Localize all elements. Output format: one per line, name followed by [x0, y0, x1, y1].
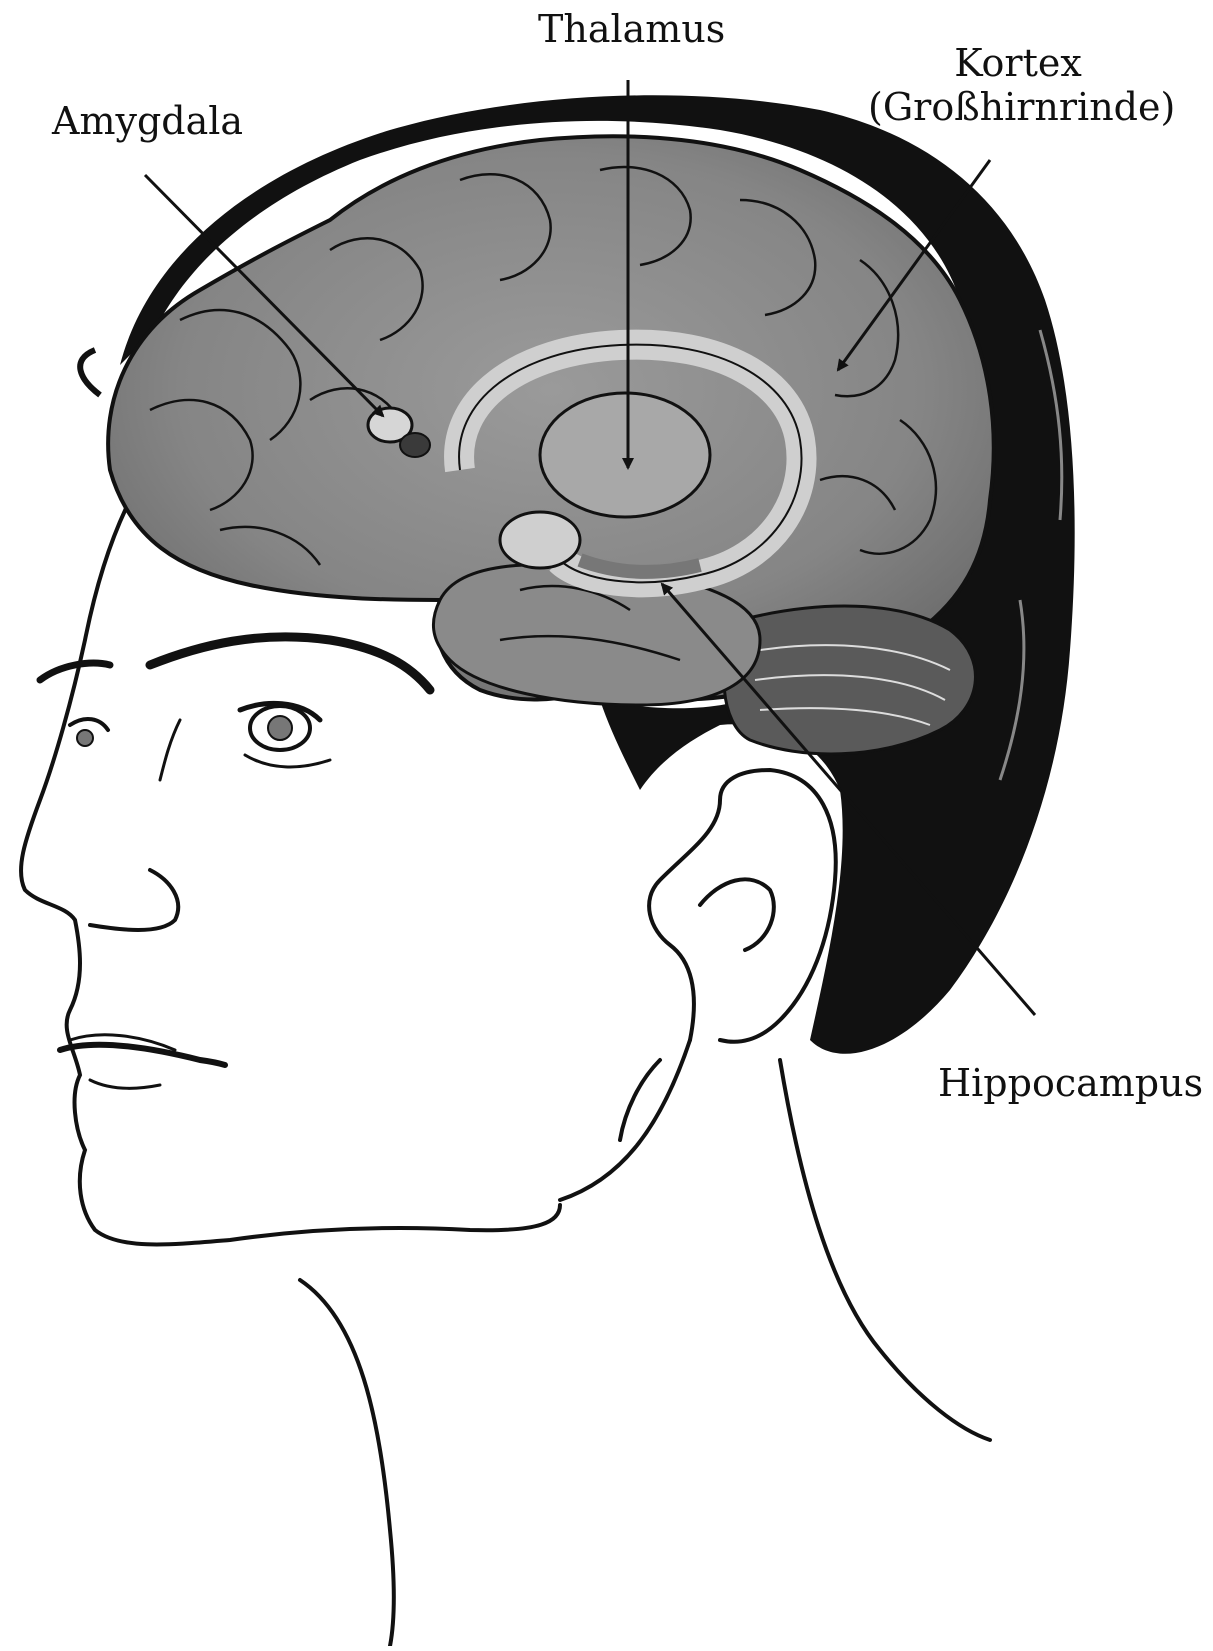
neck-back-line	[780, 1060, 990, 1440]
amygdala-shade	[400, 433, 430, 457]
nose-bridge	[160, 720, 180, 780]
label-kortex-line2: (Großhirnrinde)	[868, 86, 1168, 130]
label-kortex-line1: Kortex	[868, 42, 1168, 86]
label-thalamus: Thalamus	[538, 8, 725, 52]
ear-outline	[649, 770, 836, 1042]
cheek-line	[620, 1060, 660, 1140]
nostril	[90, 870, 178, 930]
eye-left-iris	[77, 730, 93, 746]
ear-inner	[700, 879, 774, 950]
eyebrow-right	[150, 637, 430, 690]
eye-left	[70, 719, 108, 730]
hippocampus	[500, 512, 580, 568]
label-amygdala: Amygdala	[52, 100, 243, 144]
neck-front-line	[300, 1280, 394, 1646]
thalamus	[540, 393, 710, 517]
under-eye-line	[245, 755, 330, 767]
facial-features	[40, 637, 430, 1088]
brain	[108, 136, 994, 754]
mouth-line	[60, 1045, 225, 1065]
label-kortex: Kortex (Großhirnrinde)	[868, 42, 1168, 129]
label-hippocampus: Hippocampus	[938, 1062, 1203, 1106]
lower-lip	[90, 1080, 160, 1088]
eye-iris	[268, 716, 292, 740]
